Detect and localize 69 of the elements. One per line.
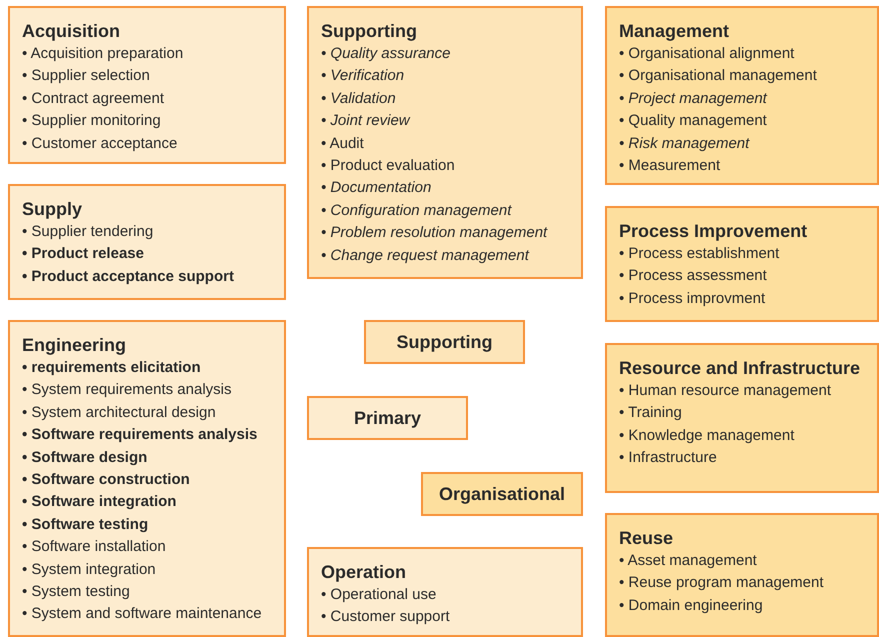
bullet-item: • Supplier monitoring xyxy=(22,111,161,132)
group-heading: Operation xyxy=(321,561,406,584)
bullet-item: • Change request management xyxy=(321,246,529,266)
bullet-item: • Organisational alignment xyxy=(619,44,794,64)
bullet-item: • Software installation xyxy=(22,537,166,558)
bullet-item: • Measurement xyxy=(619,156,720,176)
bullet-item: • Software integration xyxy=(22,492,176,512)
legend-label: Supporting xyxy=(396,330,492,354)
process-group-box xyxy=(605,343,879,493)
bullet-item: • Infrastructure xyxy=(619,448,717,468)
bullet-item: • Project management xyxy=(619,88,767,109)
bullet-item: • Software construction xyxy=(22,470,190,490)
bullet-item: • Knowledge management xyxy=(619,426,794,446)
bullet-item: • Product release xyxy=(22,244,144,264)
bullet-item: • Operational use xyxy=(321,585,436,605)
process-group-box xyxy=(307,547,583,637)
bullet-item: • System requirements analysis xyxy=(22,380,232,400)
group-heading: Supply xyxy=(22,198,82,221)
bullet-item: • Joint review xyxy=(321,111,410,132)
bullet-item: • Supplier selection xyxy=(22,66,150,86)
bullet-item: • Product evaluation xyxy=(321,156,455,176)
bullet-item: • Configuration management xyxy=(321,200,512,221)
group-heading: Management xyxy=(619,20,730,43)
bullet-item: • Customer support xyxy=(321,607,450,628)
group-heading: Acquisition xyxy=(22,20,120,43)
group-heading: Engineering xyxy=(22,334,126,357)
process-group-box xyxy=(8,184,286,300)
bullet-item: • Validation xyxy=(321,88,396,109)
bullet-item: • Process improvment xyxy=(619,288,766,309)
bullet-item: • Process assessment xyxy=(619,266,767,286)
process-group-box xyxy=(307,6,583,279)
process-group-box xyxy=(605,6,879,185)
bullet-item: • requirements elicitation xyxy=(22,358,201,378)
bullet-item: • Product acceptance support xyxy=(22,266,234,287)
group-heading: Reuse xyxy=(619,527,674,550)
bullet-item: • System and software maintenance xyxy=(22,604,262,624)
bullet-item: • Quality assurance xyxy=(321,44,450,64)
process-group-box xyxy=(605,206,879,322)
bullet-item: • System architectural design xyxy=(22,402,216,423)
process-group-box xyxy=(8,6,286,164)
bullet-item: • Software requirements analysis xyxy=(22,425,258,446)
bullet-item: • Audit xyxy=(321,134,364,154)
bullet-item: • Human resource management xyxy=(619,381,832,401)
bullet-item: • Process establishment xyxy=(619,244,780,264)
bullet-item: • Quality management xyxy=(619,111,767,132)
legend-label: Organisational xyxy=(438,482,566,506)
bullet-item: • Software design xyxy=(22,448,148,468)
legend-label: Primary xyxy=(354,406,422,430)
bullet-item: • Asset management xyxy=(619,551,757,571)
bullet-item: • Supplier tendering xyxy=(22,222,154,242)
bullet-item: • Domain engineering xyxy=(619,596,763,616)
bullet-item: • Organisational management xyxy=(619,66,817,86)
group-heading: Process Improvement xyxy=(619,220,808,243)
bullet-item: • Verification xyxy=(321,66,404,86)
bullet-item: • Acquisition preparation xyxy=(22,44,184,64)
process-group-box xyxy=(8,320,286,637)
bullet-item: • Problem resolution management xyxy=(321,223,548,244)
bullet-item: • System integration xyxy=(22,560,156,580)
bullet-item: • Risk management xyxy=(619,134,750,154)
group-heading: Resource and Infrastructure xyxy=(619,357,860,380)
bullet-item: • Customer acceptance xyxy=(22,134,178,154)
bullet-item: • Training xyxy=(619,403,682,424)
bullet-item: • Software testing xyxy=(22,514,148,535)
process-group-box xyxy=(605,513,879,637)
group-heading: Supporting xyxy=(321,20,417,43)
bullet-item: • Documentation xyxy=(321,178,432,198)
bullet-item: • Reuse program management xyxy=(619,573,824,594)
bullet-item: • System testing xyxy=(22,582,130,602)
bullet-item: • Contract agreement xyxy=(22,88,164,109)
